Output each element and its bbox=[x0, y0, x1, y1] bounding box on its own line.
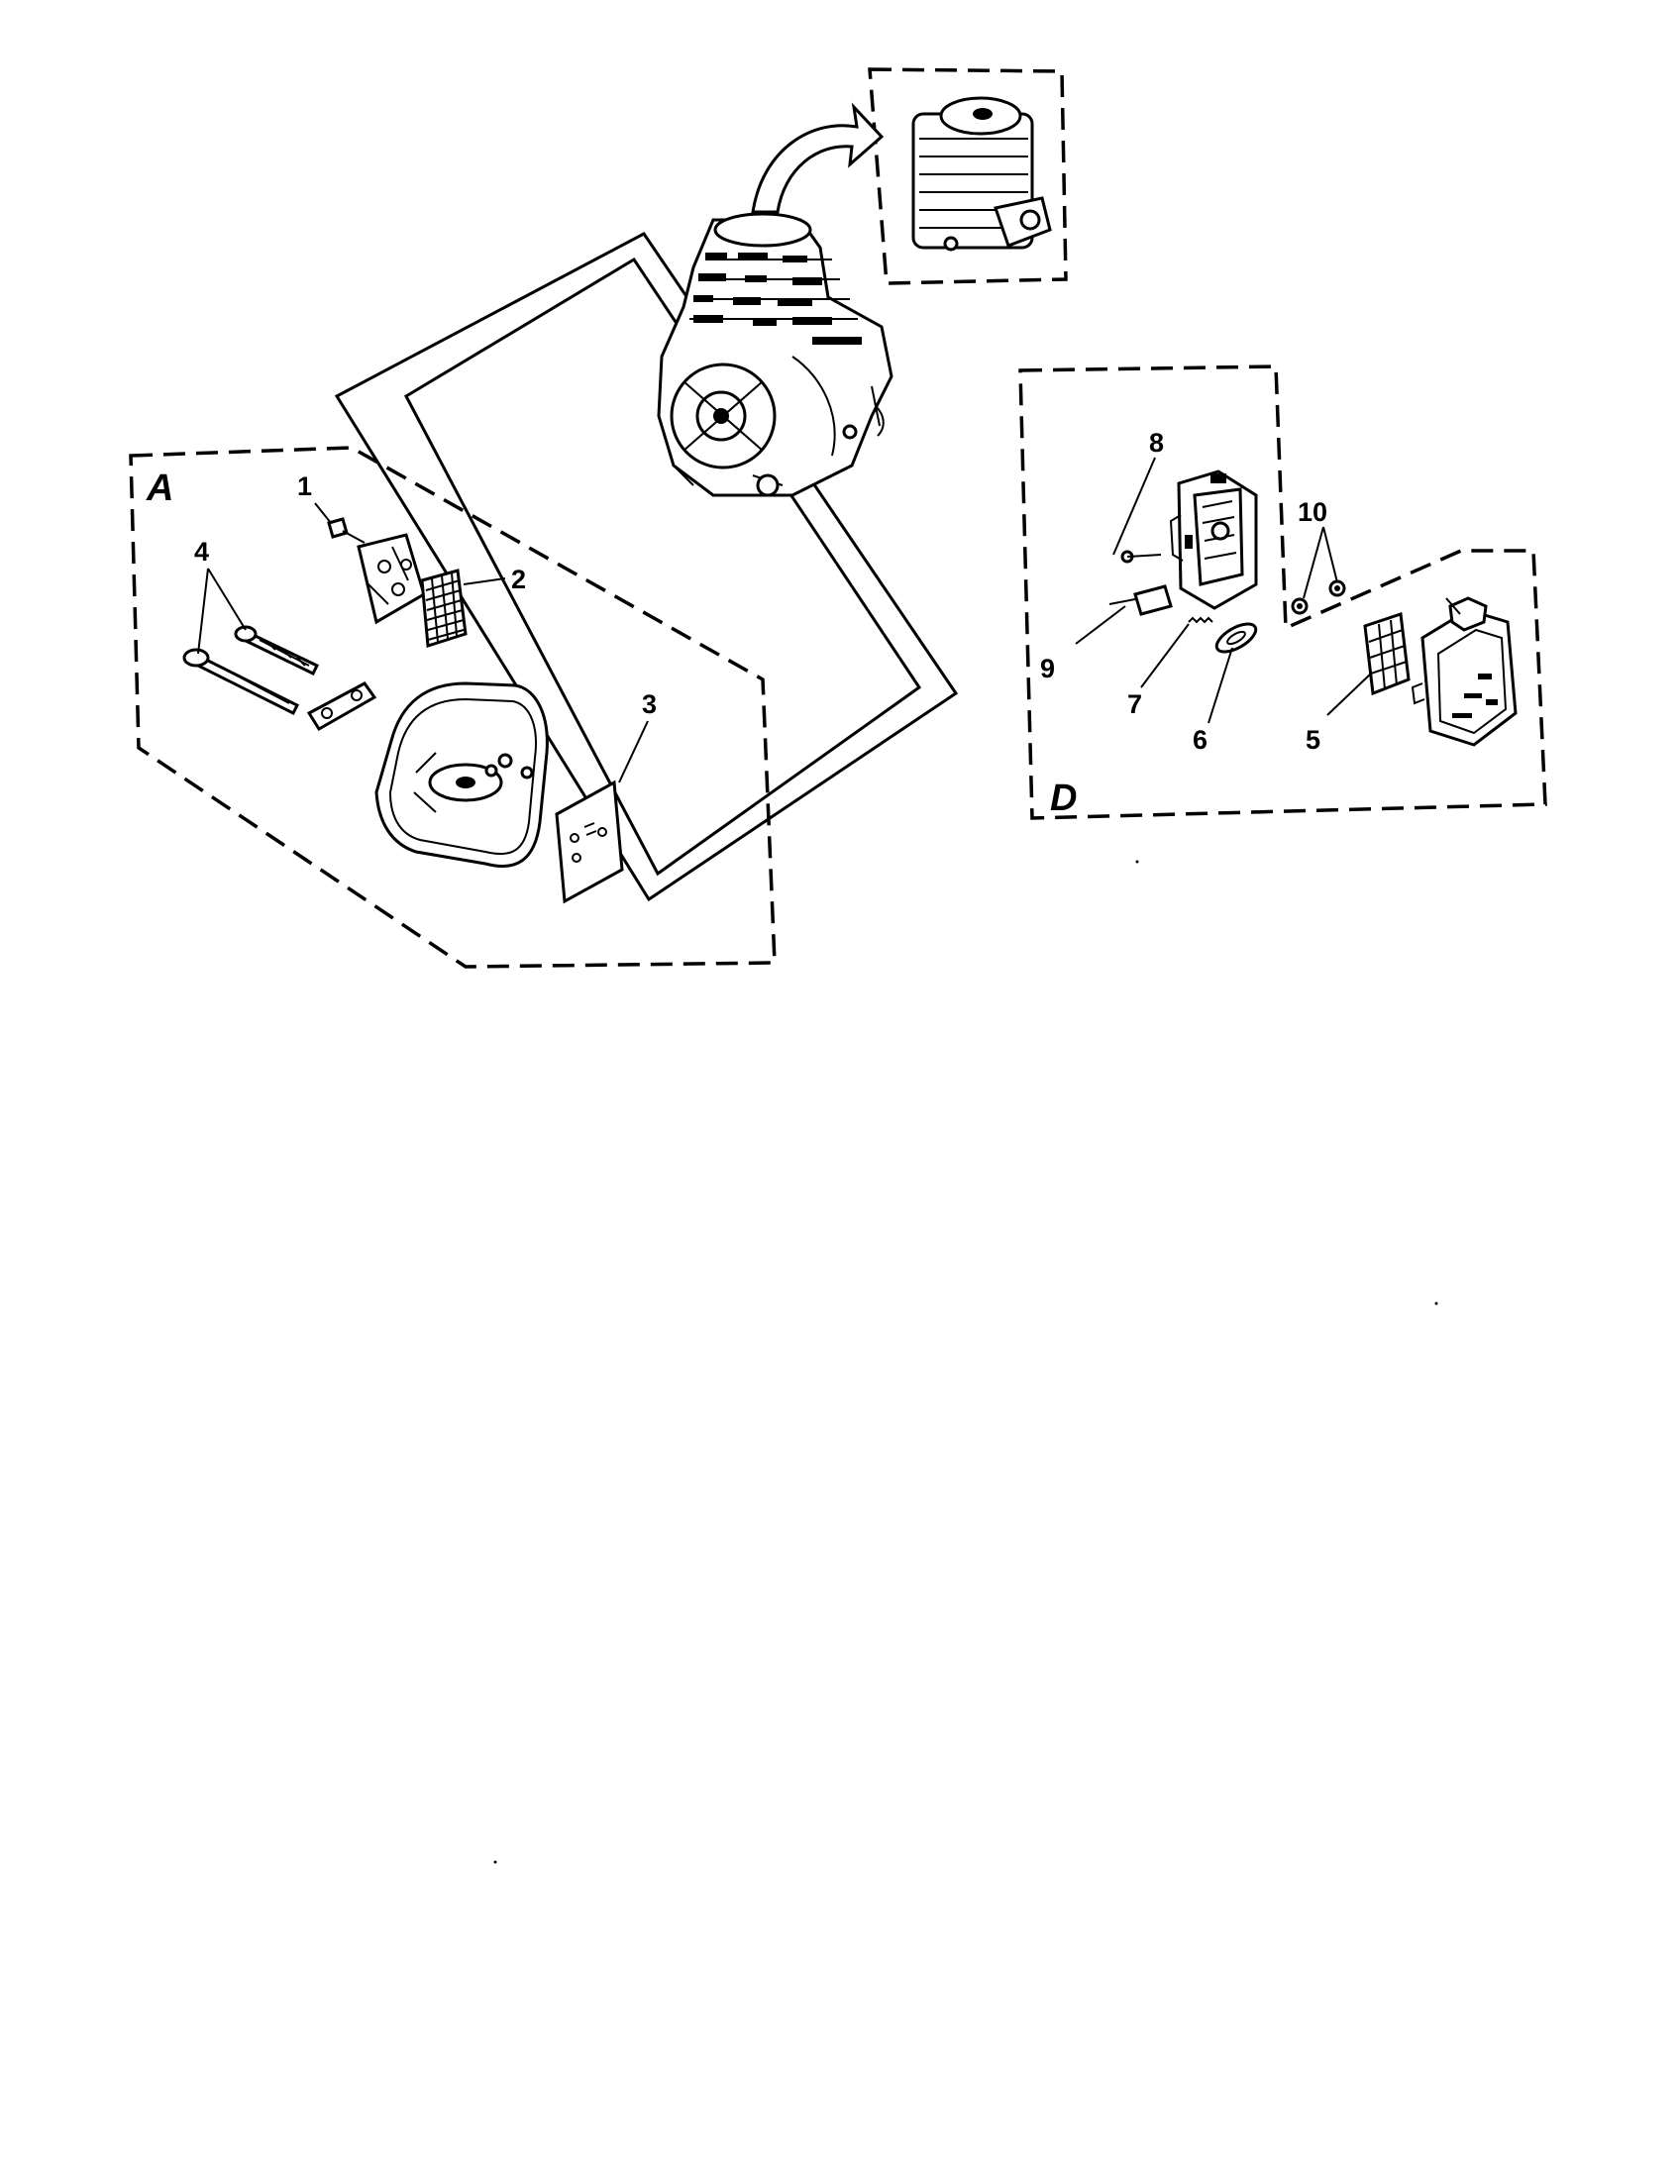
part-3-gasket bbox=[555, 780, 624, 904]
part-8-screw bbox=[1120, 550, 1162, 564]
part-10-nuts bbox=[1291, 579, 1346, 615]
part-6-tab bbox=[1214, 622, 1258, 654]
section-a-box: A bbox=[129, 446, 777, 969]
carburetor-body bbox=[1169, 469, 1258, 610]
part-2-screen bbox=[420, 569, 468, 648]
part-5-filter bbox=[1363, 611, 1411, 696]
callout-6: 6 bbox=[1193, 725, 1208, 755]
cylinder-part bbox=[911, 96, 1052, 252]
engine-block bbox=[657, 212, 893, 497]
callout-1: 1 bbox=[297, 471, 312, 501]
callout-3: 3 bbox=[642, 689, 657, 719]
section-d-box: D bbox=[1018, 364, 1547, 820]
muffler-housing bbox=[374, 681, 549, 869]
leaders-d bbox=[1075, 457, 1461, 724]
cylinder-inset bbox=[868, 67, 1068, 285]
curved-arrow bbox=[751, 102, 885, 214]
section-d-label: D bbox=[1050, 778, 1077, 819]
callout-2: 2 bbox=[511, 565, 526, 594]
callout-5: 5 bbox=[1306, 725, 1320, 755]
leaders-a bbox=[197, 502, 649, 783]
callout-labels: 1 2 3 4 5 6 7 8 9 10 bbox=[194, 428, 1327, 755]
callout-9: 9 bbox=[1040, 654, 1055, 683]
scan-specks bbox=[493, 860, 1438, 1864]
part-1-screw bbox=[327, 517, 366, 544]
callout-8: 8 bbox=[1149, 428, 1164, 458]
part-4-bolts bbox=[182, 625, 320, 716]
callout-7: 7 bbox=[1127, 689, 1142, 719]
callout-10: 10 bbox=[1298, 497, 1327, 527]
bracket-plate bbox=[357, 533, 426, 625]
callout-4: 4 bbox=[194, 537, 209, 567]
air-filter-cover bbox=[1411, 596, 1518, 747]
part-7-spring bbox=[1188, 616, 1213, 624]
gasket-plate bbox=[306, 681, 377, 732]
part-9-pin bbox=[1108, 584, 1173, 616]
section-a-label: A bbox=[146, 468, 173, 509]
